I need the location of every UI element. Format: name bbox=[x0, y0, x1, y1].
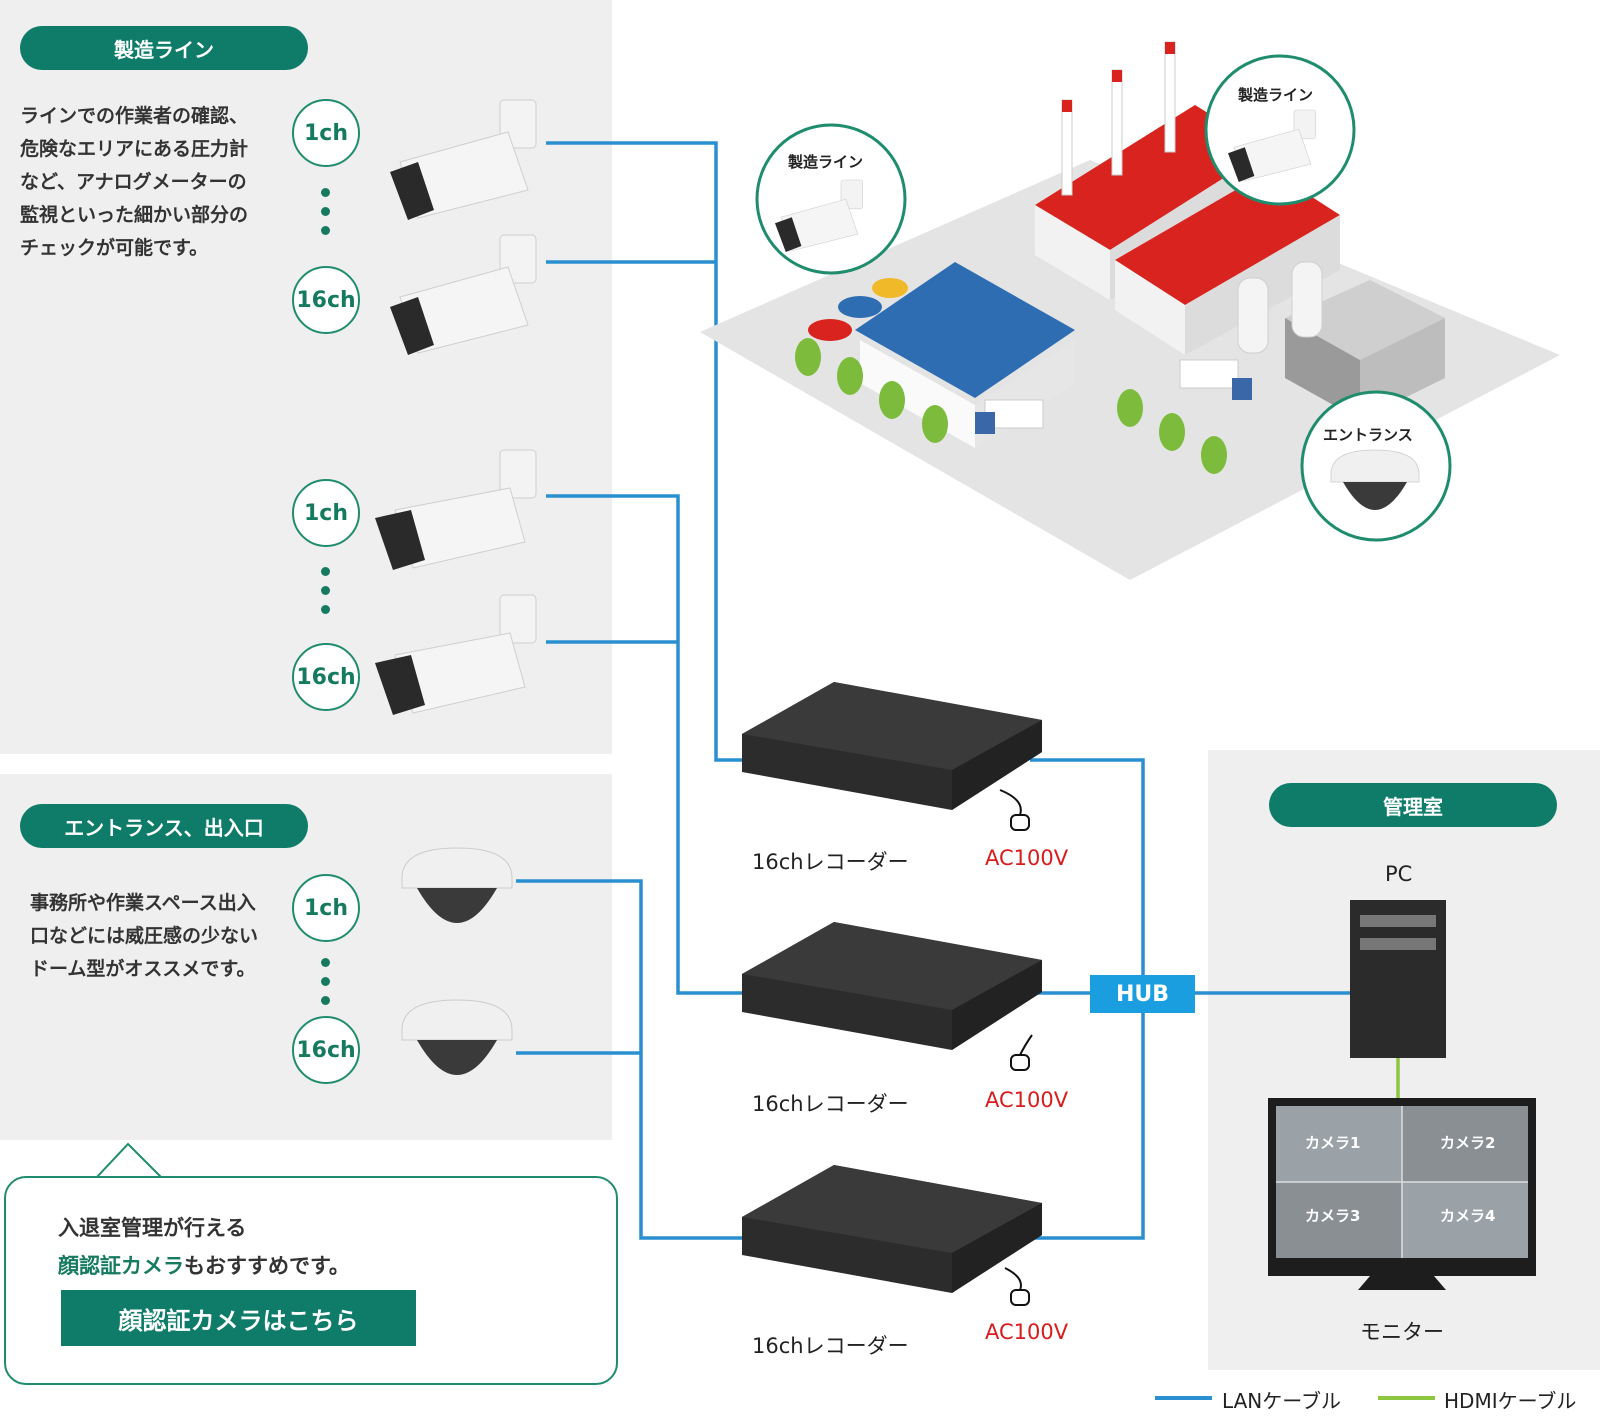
monitor-cam-label: カメラ4 bbox=[1440, 1207, 1496, 1225]
production-pill: 製造ライン bbox=[20, 26, 308, 70]
monitor-cam-label: カメラ3 bbox=[1305, 1207, 1361, 1225]
entrance-description: 事務所や作業スペース出入 口などには威圧感の少ない ドーム型がオススメです。 bbox=[30, 892, 259, 980]
promo-line2-rest: もおすすめです。 bbox=[184, 1254, 350, 1278]
pc-label: PC bbox=[1385, 862, 1413, 886]
recorder-power: AC100V bbox=[985, 1320, 1069, 1344]
legend-hdmi: HDMIケーブル bbox=[1444, 1389, 1577, 1413]
hub-box: HUB bbox=[1090, 975, 1195, 1013]
bullet-cameras bbox=[375, 99, 1316, 715]
channel-dots bbox=[321, 567, 330, 624]
recorder-label: 16chレコーダー bbox=[752, 850, 909, 874]
channel-badge-1ch: 1ch bbox=[292, 479, 360, 547]
callout-label-production: 製造ライン bbox=[1238, 86, 1314, 104]
callout-label-production: 製造ライン bbox=[788, 153, 864, 171]
monitor-icon bbox=[1268, 1098, 1536, 1290]
channel-badge-16ch: 16ch bbox=[292, 1016, 360, 1084]
face-camera-promo bbox=[4, 1176, 618, 1385]
channel-badge-16ch: 16ch bbox=[292, 266, 360, 334]
recorder-power: AC100V bbox=[985, 846, 1069, 870]
power-plugs bbox=[999, 789, 1033, 1306]
entrance-pill: エントランス、出入口 bbox=[20, 804, 308, 848]
channel-badge-16ch: 16ch bbox=[292, 643, 360, 711]
monitor-cam-label: カメラ1 bbox=[1305, 1134, 1361, 1152]
face-camera-button[interactable]: 顔認証カメラはこちら bbox=[61, 1290, 416, 1346]
promo-line1: 入退室管理が行える bbox=[58, 1216, 247, 1240]
management-pill: 管理室 bbox=[1269, 783, 1557, 827]
recorder-label: 16chレコーダー bbox=[752, 1092, 909, 1116]
production-description: ラインでの作業者の確認、 危険なエリアにある圧力計 など、アナログメーターの 監… bbox=[20, 105, 249, 259]
legend-lan: LANケーブル bbox=[1222, 1389, 1342, 1413]
recorder-power: AC100V bbox=[985, 1088, 1069, 1112]
channel-badge-1ch: 1ch bbox=[292, 874, 360, 942]
promo-highlight: 顔認証カメラ bbox=[58, 1254, 184, 1278]
channel-dots bbox=[321, 188, 330, 245]
monitor-label: モニター bbox=[1360, 1320, 1444, 1344]
recorder-label: 16chレコーダー bbox=[752, 1334, 909, 1358]
lan-cables bbox=[516, 141, 1350, 1240]
promo-line2: 顔認証カメラもおすすめです。 bbox=[58, 1250, 350, 1280]
channel-badge-1ch: 1ch bbox=[292, 99, 360, 167]
monitor-cam-label: カメラ2 bbox=[1440, 1134, 1496, 1152]
recorders bbox=[742, 682, 1042, 1293]
channel-dots bbox=[321, 958, 330, 1015]
callout-label-entrance: エントランス bbox=[1323, 426, 1413, 444]
